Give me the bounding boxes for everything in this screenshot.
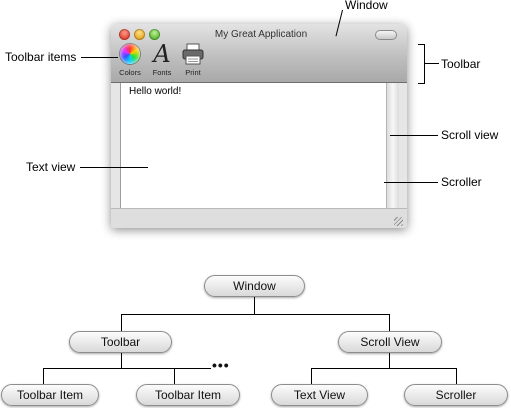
toolbar-item-label: Colors	[119, 68, 141, 77]
connector-line	[311, 368, 457, 369]
text-view[interactable]: Hello world!	[120, 83, 387, 208]
callout-scroll-view: Scroll view	[441, 128, 499, 142]
more-items-ellipsis: •••	[212, 357, 230, 373]
leader-line	[424, 63, 439, 64]
leader-line	[81, 57, 118, 58]
connector-line	[254, 296, 255, 315]
connector-line	[121, 351, 122, 368]
scroller[interactable]	[386, 83, 399, 208]
callout-text-view: Text view	[26, 160, 76, 174]
connector-line	[389, 314, 390, 332]
node-scroller: Scroller	[404, 384, 508, 406]
toolbar-toggle-button[interactable]	[375, 30, 397, 40]
font-icon: A	[153, 40, 171, 68]
leader-line	[384, 182, 438, 183]
color-wheel-icon	[120, 44, 140, 64]
connector-line	[43, 368, 211, 369]
toolbar: My Great Application Colors A Fonts Prin…	[111, 24, 407, 83]
callout-scroller: Scroller	[441, 175, 482, 189]
node-window: Window	[204, 275, 305, 297]
zoom-button[interactable]	[149, 29, 160, 40]
toolbar-item-label: Print	[185, 68, 201, 77]
bracket-line	[418, 44, 424, 45]
toolbar-item-print[interactable]: Print	[177, 43, 209, 77]
printer-icon	[182, 43, 204, 65]
connector-line	[456, 368, 457, 385]
node-toolbar-item: Toolbar Item	[136, 384, 240, 406]
leader-line	[80, 167, 148, 168]
connector-line	[121, 314, 122, 332]
callout-window: Window	[345, 0, 388, 12]
toolbar-item-fonts[interactable]: A Fonts	[146, 40, 178, 77]
connector-line	[43, 368, 44, 385]
connector-line	[174, 368, 175, 385]
close-button[interactable]	[119, 29, 130, 40]
node-toolbar: Toolbar	[69, 331, 172, 353]
connector-line	[121, 314, 390, 315]
bracket-line	[418, 83, 424, 84]
connector-line	[389, 351, 390, 368]
window-title: My Great Application	[214, 29, 308, 40]
connector-line	[311, 368, 312, 385]
node-text-view: Text View	[271, 384, 368, 406]
toolbar-item-label: Fonts	[152, 68, 172, 77]
window-bottom-bar	[111, 208, 407, 228]
resize-grip-icon[interactable]	[394, 217, 403, 226]
app-window: My Great Application Colors A Fonts Prin…	[111, 24, 407, 228]
minimize-button[interactable]	[134, 29, 145, 40]
callout-toolbar-items: Toolbar items	[5, 50, 77, 64]
callout-toolbar: Toolbar	[441, 57, 481, 71]
toolbar-item-colors[interactable]: Colors	[114, 43, 146, 77]
bracket-line	[424, 44, 425, 84]
leader-line	[390, 135, 438, 136]
node-toolbar-item: Toolbar Item	[1, 384, 99, 406]
text-content: Hello world!	[129, 86, 182, 97]
node-scroll-view: Scroll View	[338, 331, 442, 353]
